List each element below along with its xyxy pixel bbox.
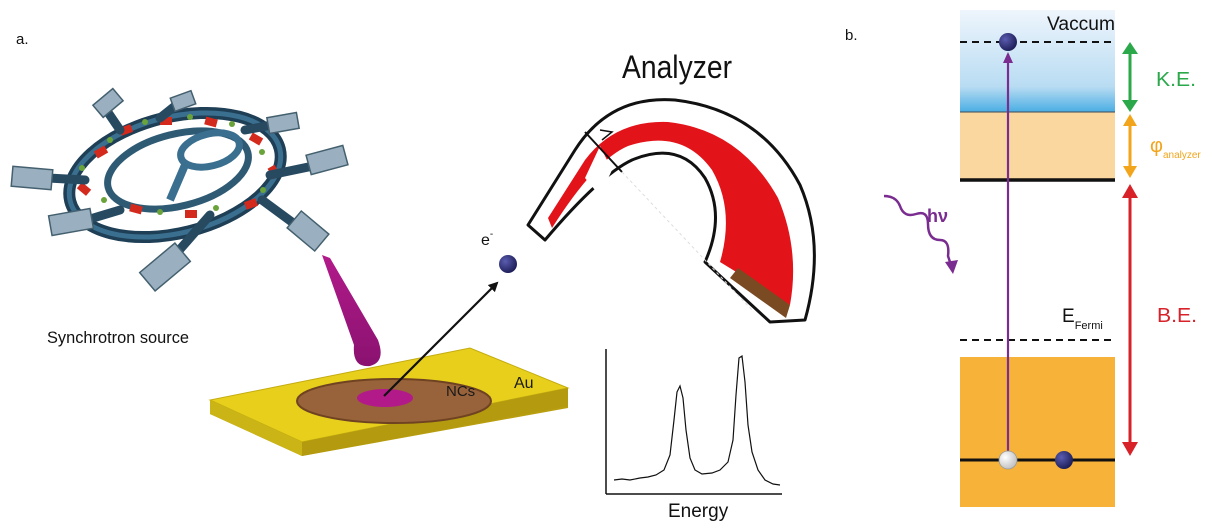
- photon-wave-icon: [883, 194, 954, 269]
- vacuum-label: Vaccum: [1047, 14, 1115, 35]
- valence-band: [960, 357, 1115, 507]
- spectrum-xlabel: Energy: [668, 501, 729, 522]
- synchrotron-label: Synchrotron source: [47, 328, 189, 347]
- core-hole: [998, 450, 1018, 470]
- photon-label: hν: [927, 206, 948, 226]
- workfunction-arrow: [1123, 114, 1137, 178]
- ke-label: K.E.: [1156, 69, 1196, 91]
- hemispherical-analyzer: [526, 98, 816, 324]
- photoelectron: [499, 255, 517, 273]
- electron-label: e-: [481, 229, 493, 249]
- emitted-electron: [999, 33, 1017, 51]
- spectrum-plot: [605, 349, 782, 495]
- binding-energy-arrow: [1122, 184, 1138, 456]
- fermi-label: EFermi: [1062, 306, 1103, 332]
- spectrum-trace: [613, 354, 781, 486]
- ncs-label: NCs: [446, 383, 475, 400]
- phi-label: φanalyzer: [1150, 135, 1201, 161]
- synchrotron-illustration: [10, 87, 381, 367]
- be-label: B.E.: [1157, 305, 1197, 327]
- vacuum-region: [960, 10, 1115, 112]
- kinetic-energy-arrow: [1122, 42, 1138, 112]
- au-label: Au: [514, 375, 534, 392]
- panel-a-label: a.: [16, 31, 29, 48]
- analyzer-title: Analyzer: [622, 49, 732, 85]
- beam-spot: [357, 389, 413, 407]
- core-electron: [1055, 451, 1073, 469]
- energy-level-diagram: [883, 10, 1138, 507]
- photoelectron-trajectory-arrow: [383, 281, 499, 397]
- panel-b-label: b.: [845, 27, 858, 44]
- analyzer-workfunction-band: [960, 112, 1115, 180]
